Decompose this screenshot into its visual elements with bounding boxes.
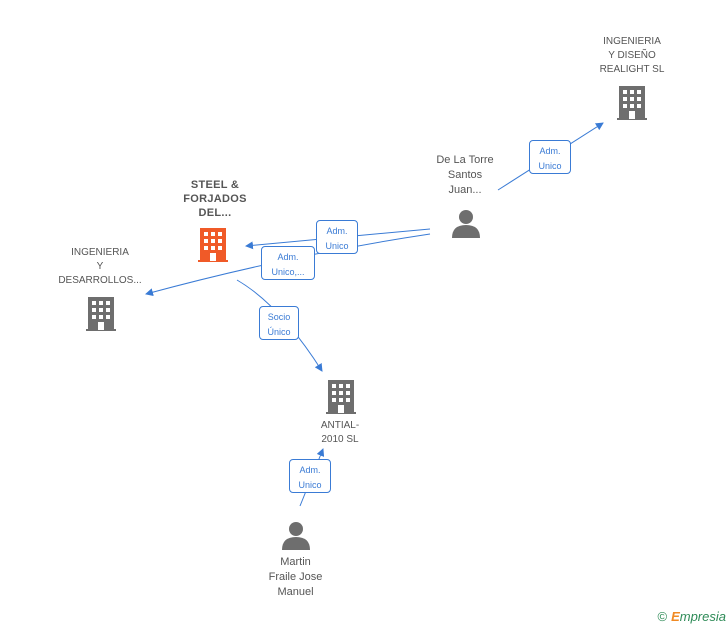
label-line: DEL... [198, 207, 232, 219]
label-line: Martin [280, 556, 311, 568]
edge-label-line: Unico [538, 161, 562, 171]
label-line: Manuel [277, 586, 314, 598]
company-label-ingenieria-diseno[interactable]: INGENIERIA Y DISEÑO REALIGHT SL [572, 35, 692, 77]
label-line: INGENIERIA [603, 36, 661, 47]
edge-label-line: Socio [267, 312, 291, 322]
edge-label-line: Unico,... [271, 267, 305, 277]
edge-label-line: Unico [325, 241, 349, 251]
label-line: 2010 SL [321, 434, 359, 445]
label-line: Juan... [448, 184, 482, 196]
edge-label-torre-realight[interactable]: Adm. Unico [529, 140, 571, 174]
edge-label-line: Adm. [326, 226, 348, 236]
person-icon[interactable] [452, 210, 480, 238]
company-label-antial[interactable]: ANTIAL- 2010 SL [290, 419, 390, 447]
label-line: Santos [447, 169, 483, 181]
person-label-de-la-torre[interactable]: De La Torre Santos Juan... [410, 153, 520, 198]
label-line: Y DISEÑO [608, 50, 656, 61]
label-line: De La Torre [436, 154, 494, 166]
building-icon[interactable] [617, 86, 647, 120]
edge-label-torre-steel[interactable]: Adm. Unico [316, 220, 358, 254]
edge-label-torre-desarrollos[interactable]: Adm. Unico,... [261, 246, 315, 280]
person-label-martin[interactable]: Martin Fraile Jose Manuel [243, 555, 348, 600]
building-icon[interactable] [326, 380, 356, 414]
copyright-symbol: © [657, 609, 668, 624]
edge-label-line: Adm. [277, 252, 299, 262]
label-line: ANTIAL- [320, 420, 360, 431]
company-label-steel[interactable]: STEEL & FORJADOS DEL... [160, 178, 270, 220]
edge-label-martin-antial[interactable]: Adm. Unico [289, 459, 331, 493]
label-line: STEEL & [190, 179, 240, 191]
edge-label-line: Unico [298, 480, 322, 490]
company-label-ingenieria-desarrollos[interactable]: INGENIERIA Y DESARROLLOS... [40, 246, 160, 288]
label-line: FORJADOS [183, 193, 247, 205]
footer-brand[interactable]: ©Empresia [657, 609, 726, 624]
edge-label-line: Único [267, 327, 291, 337]
edge-label-line: Adm. [299, 465, 321, 475]
edge-label-line: Adm. [539, 146, 561, 156]
label-line: INGENIERIA [71, 247, 129, 258]
label-line: Fraile Jose [268, 571, 323, 583]
brand-initial: E [671, 609, 680, 624]
brand-name: mpresia [679, 609, 726, 624]
label-line: Y [96, 261, 104, 272]
edge-label-steel-antial[interactable]: Socio Único [259, 306, 299, 340]
building-icon[interactable] [86, 297, 116, 331]
building-icon[interactable] [198, 228, 228, 262]
label-line: DESARROLLOS... [58, 275, 142, 286]
label-line: REALIGHT SL [599, 64, 665, 75]
person-icon[interactable] [282, 522, 310, 550]
